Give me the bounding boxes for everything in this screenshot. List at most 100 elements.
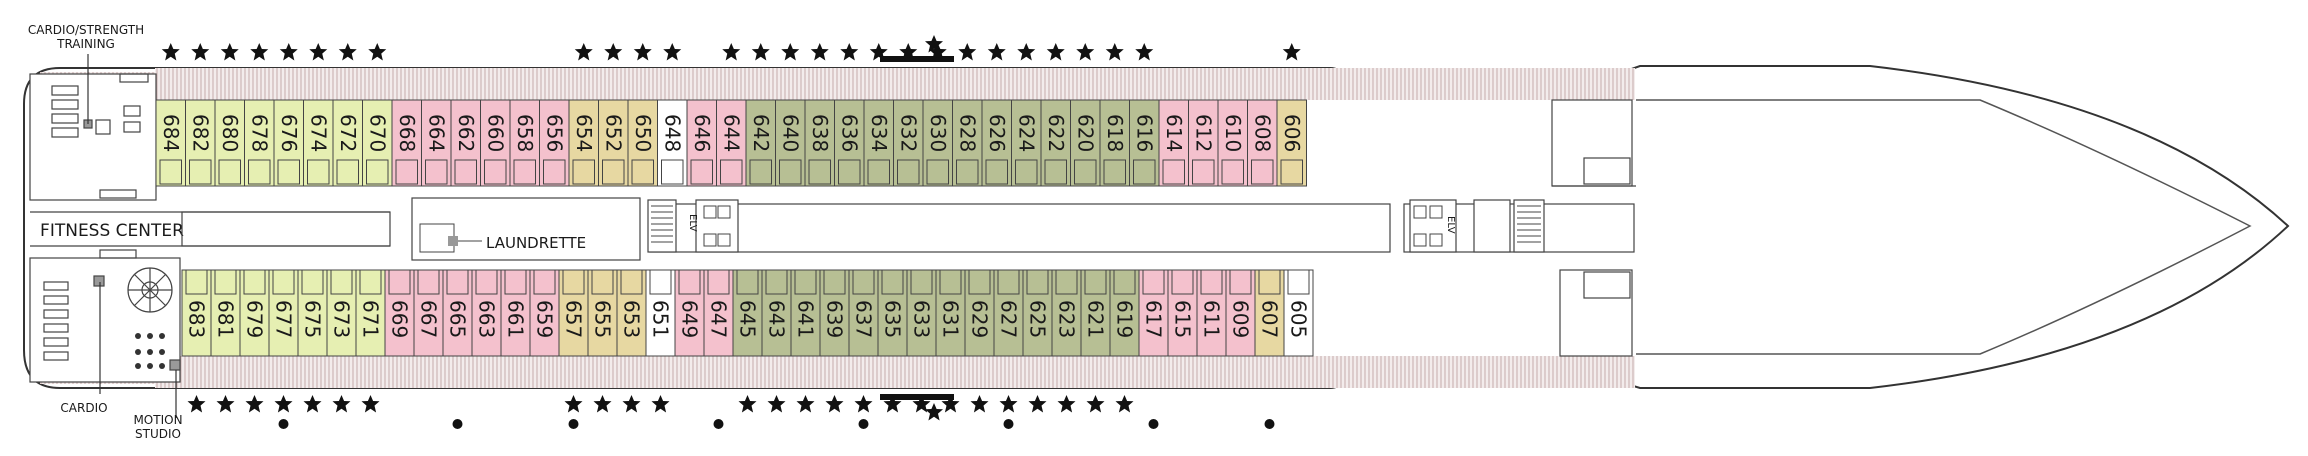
laundrette-area bbox=[411, 197, 641, 261]
cabin-662[interactable]: 662 bbox=[450, 99, 481, 187]
star-icon bbox=[1086, 395, 1105, 413]
cabin-667[interactable]: 667 bbox=[413, 269, 444, 357]
cabin-622[interactable]: 622 bbox=[1040, 99, 1071, 187]
cabin-628[interactable]: 628 bbox=[952, 99, 983, 187]
cabin-623[interactable]: 623 bbox=[1051, 269, 1082, 357]
cabin-645[interactable]: 645 bbox=[732, 269, 763, 357]
cabin-651[interactable]: 651 bbox=[645, 269, 676, 357]
star-icon bbox=[810, 43, 829, 61]
cabin-671[interactable]: 671 bbox=[355, 269, 386, 357]
motion-studio-icons bbox=[135, 333, 165, 369]
cabin-673[interactable]: 673 bbox=[326, 269, 357, 357]
cabin-672[interactable]: 672 bbox=[332, 99, 363, 187]
cabin-664[interactable]: 664 bbox=[421, 99, 452, 187]
cabin-number: 650 bbox=[631, 114, 655, 152]
cabin-679[interactable]: 679 bbox=[239, 269, 270, 357]
cabin-621[interactable]: 621 bbox=[1080, 269, 1111, 357]
cabin-678[interactable]: 678 bbox=[244, 99, 275, 187]
cabin-658[interactable]: 658 bbox=[509, 99, 540, 187]
cabin-612[interactable]: 612 bbox=[1188, 99, 1219, 187]
cabin-635[interactable]: 635 bbox=[877, 269, 908, 357]
cabin-669[interactable]: 669 bbox=[384, 269, 415, 357]
cabin-641[interactable]: 641 bbox=[790, 269, 821, 357]
cabin-614[interactable]: 614 bbox=[1158, 99, 1189, 187]
cabin-653[interactable]: 653 bbox=[616, 269, 647, 357]
cabin-608[interactable]: 608 bbox=[1247, 99, 1278, 187]
cabin-670[interactable]: 670 bbox=[362, 99, 393, 187]
cabin-660[interactable]: 660 bbox=[480, 99, 511, 187]
cabin-657[interactable]: 657 bbox=[558, 269, 589, 357]
cabin-677[interactable]: 677 bbox=[268, 269, 299, 357]
cabin-675[interactable]: 675 bbox=[297, 269, 328, 357]
cabin-676[interactable]: 676 bbox=[273, 99, 304, 187]
cabin-649[interactable]: 649 bbox=[674, 269, 705, 357]
cabin-617[interactable]: 617 bbox=[1138, 269, 1169, 357]
star-icon bbox=[781, 43, 800, 61]
elevator-block-fwd: ELV bbox=[1409, 199, 1545, 253]
cabin-637[interactable]: 637 bbox=[848, 269, 879, 357]
cabin-number: 655 bbox=[591, 300, 615, 338]
cabin-654[interactable]: 654 bbox=[568, 99, 599, 187]
cabin-number: 640 bbox=[778, 114, 802, 152]
cabin-607[interactable]: 607 bbox=[1254, 269, 1285, 357]
cabin-665[interactable]: 665 bbox=[442, 269, 473, 357]
cabin-643[interactable]: 643 bbox=[761, 269, 792, 357]
cabin-646[interactable]: 646 bbox=[686, 99, 717, 187]
star-icon bbox=[633, 43, 652, 61]
cabin-659[interactable]: 659 bbox=[529, 269, 560, 357]
cabin-619[interactable]: 619 bbox=[1109, 269, 1140, 357]
cabin-626[interactable]: 626 bbox=[981, 99, 1012, 187]
cabin-627[interactable]: 627 bbox=[993, 269, 1024, 357]
cabin-611[interactable]: 611 bbox=[1196, 269, 1227, 357]
cabin-642[interactable]: 642 bbox=[745, 99, 776, 187]
cabin-661[interactable]: 661 bbox=[500, 269, 531, 357]
cabin-648[interactable]: 648 bbox=[657, 99, 688, 187]
cabin-674[interactable]: 674 bbox=[303, 99, 334, 187]
cabin-616[interactable]: 616 bbox=[1129, 99, 1160, 187]
cabin-605[interactable]: 605 bbox=[1283, 269, 1314, 357]
cabin-663[interactable]: 663 bbox=[471, 269, 502, 357]
cabin-633[interactable]: 633 bbox=[906, 269, 937, 357]
star-icon bbox=[216, 395, 235, 413]
cabin-636[interactable]: 636 bbox=[834, 99, 865, 187]
cabin-629[interactable]: 629 bbox=[964, 269, 995, 357]
cabin-652[interactable]: 652 bbox=[598, 99, 629, 187]
cabin-number: 684 bbox=[159, 114, 183, 152]
cabin-number: 607 bbox=[1258, 300, 1282, 338]
cabin-609[interactable]: 609 bbox=[1225, 269, 1256, 357]
cabin-632[interactable]: 632 bbox=[893, 99, 924, 187]
cabin-644[interactable]: 644 bbox=[716, 99, 747, 187]
cabin-683[interactable]: 683 bbox=[181, 269, 212, 357]
cabin-625[interactable]: 625 bbox=[1022, 269, 1053, 357]
cabin-634[interactable]: 634 bbox=[863, 99, 894, 187]
cabin-639[interactable]: 639 bbox=[819, 269, 850, 357]
cabin-656[interactable]: 656 bbox=[539, 99, 570, 187]
cabin-630[interactable]: 630 bbox=[922, 99, 953, 187]
cabin-606[interactable]: 606 bbox=[1276, 99, 1307, 187]
cabin-638[interactable]: 638 bbox=[804, 99, 835, 187]
cabin-610[interactable]: 610 bbox=[1217, 99, 1248, 187]
cabin-618[interactable]: 618 bbox=[1099, 99, 1130, 187]
cabin-684[interactable]: 684 bbox=[155, 99, 186, 187]
cabin-655[interactable]: 655 bbox=[587, 269, 618, 357]
cabin-631[interactable]: 631 bbox=[935, 269, 966, 357]
star-icon bbox=[1046, 43, 1065, 61]
cabin-647[interactable]: 647 bbox=[703, 269, 734, 357]
star-icon bbox=[925, 403, 943, 421]
star-icon bbox=[574, 43, 593, 61]
cabin-680[interactable]: 680 bbox=[214, 99, 245, 187]
cabin-650[interactable]: 650 bbox=[627, 99, 658, 187]
bridge-bar-top bbox=[880, 56, 954, 62]
cabin-number: 654 bbox=[572, 114, 596, 152]
cabin-number: 683 bbox=[185, 300, 209, 338]
cabin-620[interactable]: 620 bbox=[1070, 99, 1101, 187]
cabin-number: 633 bbox=[910, 300, 934, 338]
cabin-681[interactable]: 681 bbox=[210, 269, 241, 357]
cabin-624[interactable]: 624 bbox=[1011, 99, 1042, 187]
cabin-682[interactable]: 682 bbox=[185, 99, 216, 187]
cabin-number: 632 bbox=[896, 114, 920, 152]
cabin-615[interactable]: 615 bbox=[1167, 269, 1198, 357]
cabin-640[interactable]: 640 bbox=[775, 99, 806, 187]
cabin-668[interactable]: 668 bbox=[391, 99, 422, 187]
cabin-number: 642 bbox=[749, 114, 773, 152]
